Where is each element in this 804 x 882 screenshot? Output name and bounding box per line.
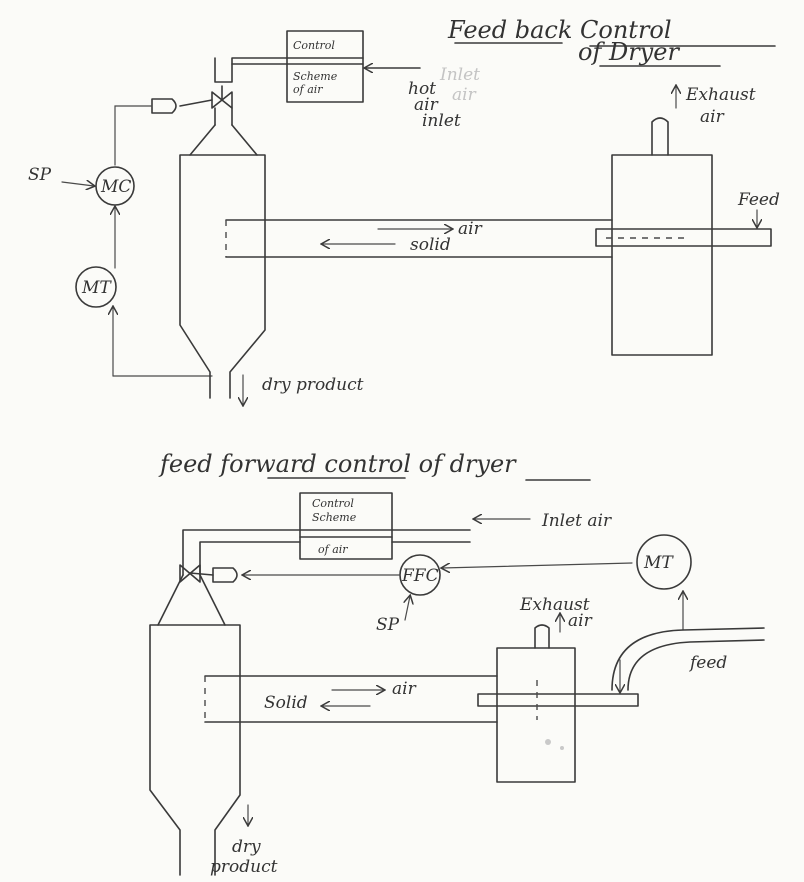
feedforward-title: feed forward control of dryer [158, 450, 517, 478]
ff-left-dryer-vessel [150, 625, 240, 875]
ff-feed-label: feed [688, 653, 727, 673]
ff-sp-arrow [405, 596, 410, 620]
ffc-label: FFC [401, 566, 439, 586]
feedback-title-line2: of Dryer [578, 38, 680, 66]
feed-line-outer [612, 628, 764, 690]
actuator-link [180, 100, 212, 106]
ff-control-valve-icon [180, 565, 213, 582]
ff-box-label-3: of air [318, 543, 348, 556]
ff-air-label: air [392, 679, 417, 699]
ff-box-label-2: Scheme [312, 511, 357, 524]
smudge-1 [545, 739, 551, 745]
left-dryer-vessel [180, 155, 265, 398]
right-dryer-body [612, 155, 712, 355]
exhaust-stack [652, 118, 668, 155]
box-label-of-air: of air [293, 83, 323, 96]
exhaust-label-2: air [700, 107, 725, 127]
hot-air-label-3: inlet [422, 111, 461, 131]
ff-feed-chute [478, 694, 638, 706]
feedforward-section: feed forward control of dryer Control Sc… [150, 450, 764, 877]
dry-product-label: dry product [262, 375, 364, 395]
box-label-control: Control [293, 39, 335, 52]
ff-solid-label: Solid [264, 693, 308, 713]
mc-signal-line [115, 106, 152, 165]
ff-exhaust-stack [535, 625, 549, 648]
ff-dry-label-1: dry [232, 837, 261, 857]
ff-box-label-1: Control [312, 497, 354, 510]
air-label: air [458, 219, 483, 239]
ff-exhaust-label-2: air [568, 611, 593, 631]
actuator-icon [152, 99, 176, 113]
ff-mt-label: MT [643, 553, 674, 573]
control-scheme-box: Control Scheme of air [287, 31, 363, 102]
air-pipe-outer [215, 58, 287, 82]
mt-to-ffc-line [442, 563, 632, 568]
box-label-scheme: Scheme [293, 70, 338, 83]
control-valve-icon [212, 86, 232, 125]
vessel-top [190, 125, 257, 155]
solid-label: solid [410, 235, 451, 255]
feedback-sp-label: SP [28, 165, 52, 185]
ff-sp-label: SP [376, 615, 400, 635]
sp-arrow [62, 182, 94, 186]
smudge-2 [560, 746, 564, 750]
ff-control-scheme-box: Control Scheme of air [300, 493, 392, 559]
feedback-section: Feed back Control of Dryer Control Schem… [28, 16, 780, 405]
ff-actuator-icon [213, 568, 237, 582]
ff-inlet-air-label: Inlet air [541, 511, 612, 531]
inlet-faint-2: air [452, 85, 477, 105]
ff-right-dryer-body [497, 648, 575, 782]
feedback-mt-label: MT [81, 278, 112, 298]
exhaust-label-1: Exhaust [685, 85, 756, 105]
mc-label: MC [100, 177, 131, 197]
ff-air-pipe-inner [200, 542, 300, 575]
inlet-faint-1: Inlet [439, 65, 480, 85]
ff-dry-label-2: product [210, 857, 278, 877]
feedback-feed-label: Feed [737, 190, 780, 210]
